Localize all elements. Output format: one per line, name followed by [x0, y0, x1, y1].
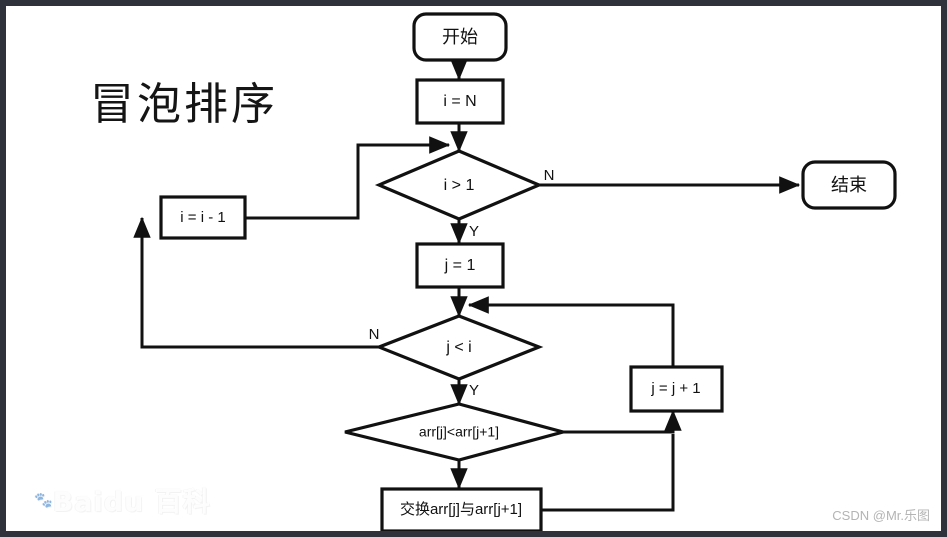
branch-label-cond-i-yes: Y [469, 223, 479, 240]
bubble-sort-flowchart: 开始 i = N i > 1 结束 i = i - 1 [133, 12, 897, 531]
node-end-label: 结束 [831, 175, 867, 195]
page-title: 冒泡排序 [90, 79, 278, 130]
edge-compare-to-inc-j [563, 409, 682, 434]
branch-label-cond-i-no: N [544, 167, 555, 184]
node-inc-j-label: j = j + 1 [650, 380, 700, 397]
node-swap[interactable]: 交换arr[j]与arr[j+1] [380, 487, 543, 531]
csdn-credit: CSDN @Mr.乐图 [832, 508, 930, 523]
node-swap-label: 交换arr[j]与arr[j+1] [400, 500, 522, 518]
branch-label-cond-j-yes: Y [469, 382, 479, 399]
node-dec-i[interactable]: i = i - 1 [159, 195, 247, 240]
node-init-j-label: j = 1 [444, 257, 476, 274]
node-end[interactable]: 结束 [801, 160, 897, 210]
node-start[interactable]: 开始 [412, 12, 508, 62]
node-cond-i[interactable]: i > 1 [374, 149, 544, 221]
node-dec-i-label: i = i - 1 [180, 209, 225, 226]
edge-inc-j-to-cond-j [467, 296, 675, 367]
node-compare-label: arr[j]<arr[j+1] [419, 424, 499, 440]
node-compare[interactable]: arr[j]<arr[j+1] [344, 402, 570, 462]
node-start-label: 开始 [442, 27, 478, 47]
node-init-j[interactable]: j = 1 [415, 242, 505, 289]
node-cond-j[interactable]: j < i [374, 314, 544, 381]
slide-canvas: 冒泡排序 [6, 6, 941, 531]
branch-label-cond-j-no: N [369, 326, 380, 343]
node-cond-i-label: i > 1 [444, 177, 475, 194]
connector-layer [133, 50, 801, 512]
node-inc-j[interactable]: j = j + 1 [629, 365, 724, 413]
node-cond-j-label: j < i [445, 339, 471, 356]
edge-cond-j-no-to-dec-i [133, 216, 379, 349]
edge-dec-i-to-cond-i [244, 136, 451, 220]
node-init-i[interactable]: i = N [415, 78, 505, 125]
edge-swap-to-inc-j [541, 434, 675, 512]
node-init-i-label: i = N [443, 93, 476, 110]
